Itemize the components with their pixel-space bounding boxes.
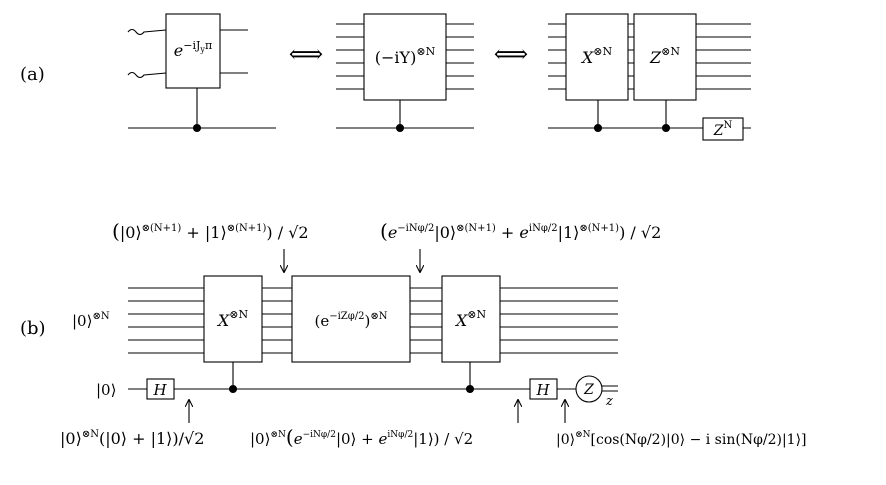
state-annotation-bottom-3: |0⟩⊗N[cos(Nφ/2)|0⟩ − i sin(Nφ/2)|1⟩] bbox=[556, 430, 807, 448]
wavy-wire-top bbox=[127, 28, 167, 36]
state-annotation-bottom-1: |0⟩⊗N(|0⟩ + |1⟩)/√2 bbox=[60, 429, 204, 448]
measure-output-label: z bbox=[605, 394, 613, 409]
panel-a bbox=[127, 13, 751, 141]
control-dot bbox=[465, 384, 475, 394]
gate-box-x-first bbox=[203, 275, 263, 363]
gate-label-minus-iy: (−iY)⊗N bbox=[375, 45, 436, 67]
gate-label-x-first: X⊗N bbox=[216, 308, 249, 330]
equivalence-arrow-2: ⟺ bbox=[494, 40, 528, 68]
control-dot bbox=[192, 123, 202, 133]
panel-a-label: (a) bbox=[20, 64, 45, 85]
gate-box-h-second bbox=[529, 378, 558, 400]
panel-b bbox=[128, 249, 618, 423]
gate-box-minus-iy bbox=[363, 13, 447, 101]
control-dot bbox=[593, 123, 603, 133]
wavy-wire-bottom bbox=[127, 71, 167, 79]
gate-box-h-first bbox=[146, 378, 175, 400]
input-ancilla-label: |0⟩ bbox=[96, 381, 116, 399]
control-dot bbox=[228, 384, 238, 394]
gate-box-x bbox=[565, 13, 629, 101]
gate-label-h-first: H bbox=[152, 381, 167, 399]
measurement-oval bbox=[575, 375, 603, 403]
circuit-a2 bbox=[336, 13, 474, 133]
circuit-a3 bbox=[548, 13, 751, 141]
gate-box-phase bbox=[291, 275, 411, 363]
circuit-a1 bbox=[127, 13, 276, 133]
gate-box-zn bbox=[702, 117, 744, 141]
control-dot bbox=[395, 123, 405, 133]
gate-box-exp bbox=[165, 13, 221, 89]
gate-box-z bbox=[633, 13, 697, 101]
gate-label-x: X⊗N bbox=[580, 45, 613, 67]
gate-label-z: Z⊗N bbox=[649, 45, 680, 67]
gate-label-exp: e−iJyπ bbox=[174, 39, 212, 60]
control-dot bbox=[661, 123, 671, 133]
gate-box-x-second bbox=[441, 275, 501, 363]
gate-label-phase: (e−iZφ/2)⊗N bbox=[315, 311, 388, 330]
gate-label-zn: ZN bbox=[713, 120, 733, 139]
state-annotation-top-1: (|0⟩⊗(N+1) + |1⟩⊗(N+1)) / √2 bbox=[112, 219, 309, 243]
panel-b-label: (b) bbox=[20, 318, 46, 339]
gate-label-h-second: H bbox=[535, 381, 550, 399]
state-annotation-top-2: (e−iNφ/2|0⟩⊗(N+1) + eiNφ/2|1⟩⊗(N+1)) / √… bbox=[380, 219, 661, 243]
measure-label: Z bbox=[583, 382, 594, 398]
state-annotation-bottom-2: |0⟩⊗N(e−iNφ/2|0⟩ + eiNφ/2|1⟩) / √2 bbox=[250, 425, 473, 449]
input-register-label: |0⟩⊗N bbox=[72, 311, 110, 330]
equivalence-arrow-1: ⟺ bbox=[289, 40, 323, 68]
gate-label-x-second: X⊗N bbox=[454, 308, 487, 330]
